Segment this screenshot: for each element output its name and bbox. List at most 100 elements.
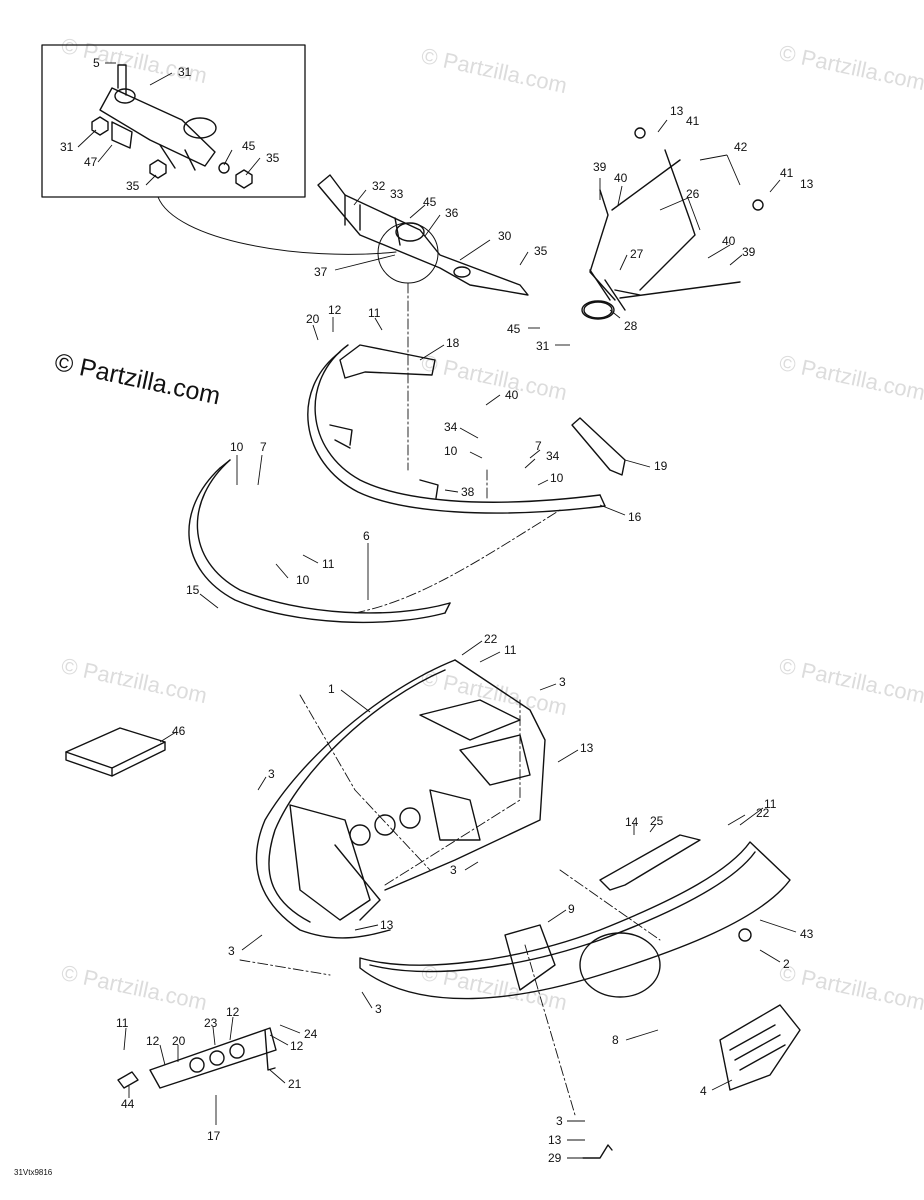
callout-3: 3	[268, 767, 275, 781]
callout-16: 16	[628, 510, 642, 524]
callout-47: 47	[84, 155, 98, 169]
callout-40: 40	[505, 388, 519, 402]
callout-20: 20	[306, 312, 320, 326]
callout-39: 39	[742, 245, 756, 259]
callout-30: 30	[498, 229, 512, 243]
callout-10: 10	[296, 573, 310, 587]
front-bumper	[188, 459, 451, 624]
callout-34: 34	[444, 420, 458, 434]
callout-7: 7	[260, 440, 267, 454]
callout-27: 27	[630, 247, 644, 261]
callout-7: 7	[535, 439, 542, 453]
clip-part	[582, 1144, 613, 1159]
callout-13: 13	[548, 1133, 562, 1147]
side-bracket	[571, 417, 626, 476]
callout-10: 10	[444, 444, 458, 458]
callout-40: 40	[614, 171, 628, 185]
callout-13: 13	[670, 104, 684, 118]
leader-lines	[77, 62, 797, 1159]
callout-22: 22	[484, 632, 498, 646]
callout-20: 20	[172, 1034, 186, 1048]
callout-29: 29	[548, 1151, 562, 1165]
callout-40: 40	[722, 234, 736, 248]
callout-8: 8	[612, 1033, 619, 1047]
callout-2: 2	[783, 957, 790, 971]
callout-13: 13	[800, 177, 814, 191]
callout-21: 21	[288, 1077, 302, 1091]
callout-3: 3	[450, 863, 457, 877]
callout-11: 11	[368, 306, 381, 320]
callout-45: 45	[507, 322, 521, 336]
callout-41: 41	[686, 114, 700, 128]
callout-19: 19	[654, 459, 668, 473]
callout-33: 33	[390, 187, 404, 201]
callout-42: 42	[734, 140, 748, 154]
callout-25: 25	[650, 814, 664, 828]
callout-15: 15	[186, 583, 200, 597]
callout-31: 31	[178, 65, 192, 79]
callout-28: 28	[624, 319, 638, 333]
callout-13: 13	[380, 918, 394, 932]
drawing-code: 31Vtx9816	[14, 1168, 53, 1177]
assembly-guides	[239, 282, 661, 1116]
tag-part	[117, 1071, 139, 1089]
top-plate	[599, 834, 701, 891]
callout-35: 35	[534, 244, 548, 258]
callout-31: 31	[536, 339, 550, 353]
detail-inset-box	[41, 44, 306, 198]
callout-4: 4	[700, 1084, 707, 1098]
callout-11: 11	[322, 557, 335, 571]
callout-11: 11	[116, 1016, 129, 1030]
steering-bracket	[317, 174, 529, 296]
callout-24: 24	[304, 1027, 318, 1041]
callout-18: 18	[446, 336, 460, 350]
o-ring	[581, 300, 615, 320]
callout-14: 14	[625, 815, 639, 829]
frame-tube	[307, 344, 606, 514]
callout-12: 12	[146, 1034, 160, 1048]
callout-9: 9	[568, 902, 575, 916]
callout-32: 32	[372, 179, 386, 193]
callout-23: 23	[204, 1016, 218, 1030]
callout-labels: 5 31 31 47 45 35 35 32 33 45 36 30 37 35…	[60, 56, 814, 1165]
callout-3: 3	[375, 1002, 382, 1016]
callout-17: 17	[207, 1129, 221, 1143]
inset-leader	[157, 196, 397, 255]
callout-45: 45	[423, 195, 437, 209]
callout-1: 1	[328, 682, 335, 696]
inset-bracket	[91, 64, 253, 189]
callout-45: 45	[242, 139, 256, 153]
callout-11: 11	[504, 643, 517, 657]
callout-13: 13	[580, 741, 594, 755]
callout-5: 5	[93, 56, 100, 70]
callout-35: 35	[126, 179, 140, 193]
callout-12: 12	[328, 303, 342, 317]
bottom-pan	[359, 841, 791, 1000]
callout-3: 3	[556, 1114, 563, 1128]
callout-44: 44	[121, 1097, 135, 1111]
adhesive-pad	[65, 727, 166, 777]
callout-34: 34	[546, 449, 560, 463]
side-support	[149, 1027, 277, 1089]
callout-38: 38	[461, 485, 475, 499]
callout-31: 31	[60, 140, 74, 154]
callout-12: 12	[226, 1005, 240, 1019]
cable-assembly	[583, 127, 764, 319]
callout-6: 6	[363, 529, 370, 543]
callout-11: 11	[764, 797, 777, 811]
callout-39: 39	[593, 160, 607, 174]
callout-41: 41	[780, 166, 794, 180]
callout-37: 37	[314, 265, 328, 279]
callout-26: 26	[686, 187, 700, 201]
callout-10: 10	[550, 471, 564, 485]
mount-bracket	[339, 344, 436, 379]
main-hood	[255, 659, 546, 939]
callout-22: 22	[756, 806, 770, 820]
callout-3: 3	[228, 944, 235, 958]
callout-3: 3	[559, 675, 566, 689]
callout-10: 10	[230, 440, 244, 454]
callout-46: 46	[172, 724, 186, 738]
callout-12: 12	[290, 1039, 304, 1053]
callout-36: 36	[445, 206, 459, 220]
